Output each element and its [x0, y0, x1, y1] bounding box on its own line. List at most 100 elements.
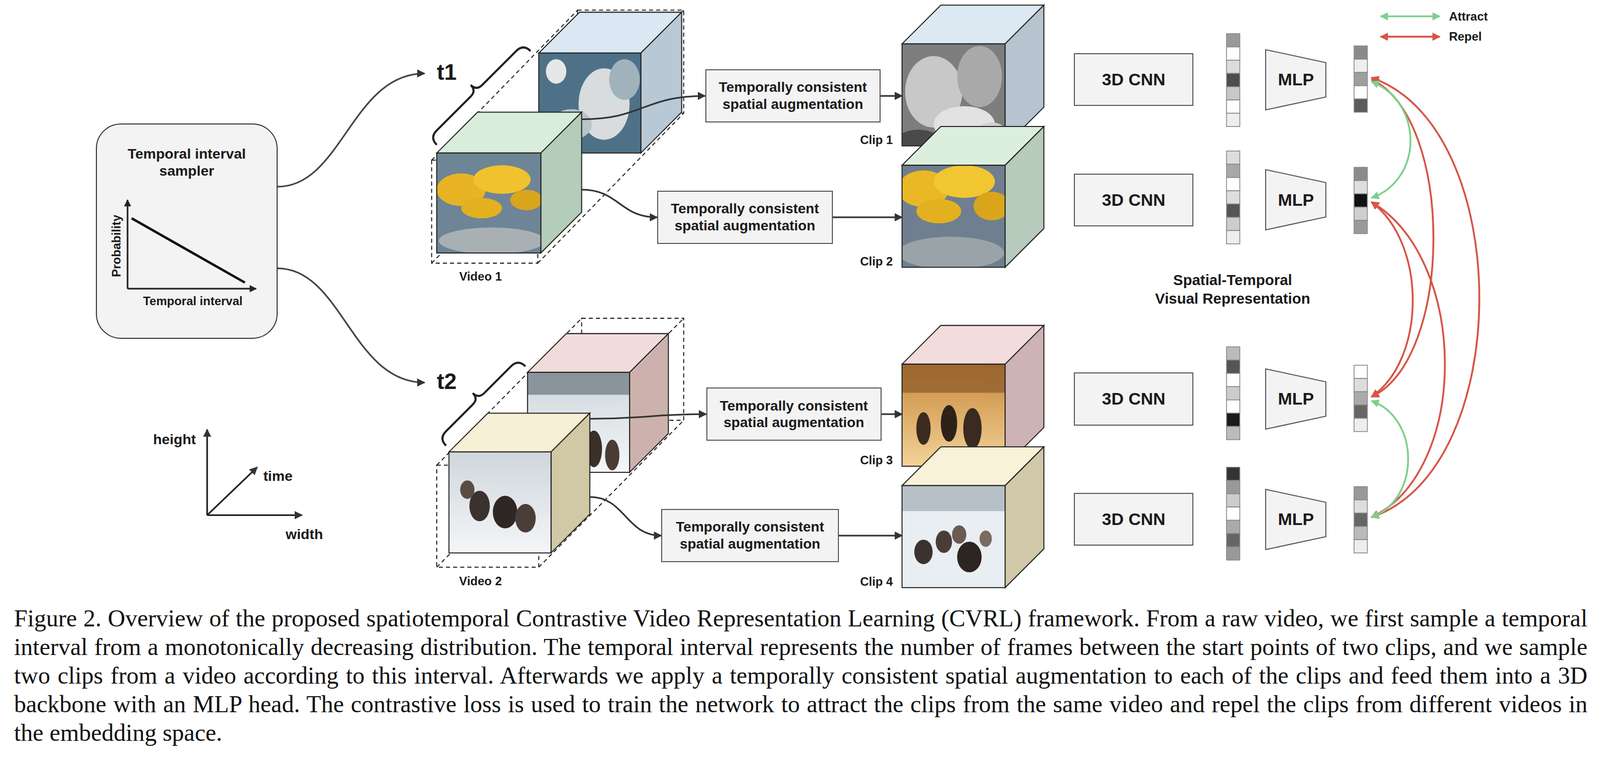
sampler-title: Temporal interval sampler [96, 145, 277, 180]
repel-arc [1371, 77, 1480, 518]
clip-volume [902, 126, 1045, 166]
plot-axis [127, 199, 257, 289]
node-label: MLP [1277, 69, 1314, 90]
repel-arc [1371, 201, 1413, 397]
feature-vector [1354, 378, 1368, 392]
flow-arrow [589, 497, 662, 536]
feature-vector [1226, 151, 1240, 244]
node-label: Clip 2 [859, 255, 893, 268]
interval-brace [433, 353, 526, 446]
video-volume-illustration [436, 465, 539, 568]
process-box: Temporally consistent spatial augmentati… [706, 387, 883, 441]
legend-arrow [1380, 15, 1440, 18]
feature-vector [1354, 85, 1368, 99]
flow-arrow [581, 95, 706, 120]
feature-vector [1226, 203, 1240, 217]
feature-vector [1354, 98, 1368, 112]
clip-volume [933, 165, 996, 198]
axis-label: Temporal interval [143, 295, 243, 308]
video-volume-illustration [527, 372, 630, 473]
video-volume-illustration [436, 153, 541, 254]
video-volume-illustration [460, 480, 475, 500]
attract-arc [1371, 401, 1409, 518]
flow-arrow [589, 414, 707, 419]
clip-volume [916, 412, 931, 445]
feature-vector [1226, 346, 1240, 440]
clip-volume [902, 485, 1006, 588]
feature-vector [1226, 386, 1240, 400]
feature-vector [1354, 365, 1368, 379]
feature-vector [1354, 526, 1368, 540]
feature-vector [1354, 207, 1368, 221]
connector-layer [581, 95, 903, 536]
feature-vector [1354, 180, 1368, 194]
feature-vector [1226, 217, 1240, 231]
axis-arrow [206, 429, 208, 516]
feature-vector [1354, 513, 1368, 527]
video-volume-illustration [431, 10, 578, 161]
video-volume: Video 2 [448, 413, 590, 553]
sampler-arrow [277, 73, 425, 187]
video-volume-illustration [604, 439, 620, 471]
process-box: Temporally consistent spatial augmentati… [657, 190, 833, 244]
feature-vector [1226, 46, 1240, 60]
feature-vector [1226, 151, 1240, 165]
sampler-box: Temporal interval samplerProbabilityTemp… [95, 123, 278, 339]
clip-volume [1005, 5, 1044, 146]
video-volume-illustration [448, 413, 590, 452]
feature-vector [1354, 45, 1368, 112]
video-volume-illustration [436, 153, 541, 254]
attract-arc [1371, 81, 1411, 199]
feature-vector [1354, 486, 1368, 501]
video-volume-illustration [448, 451, 551, 553]
mlp-trapezoid: MLP [1265, 49, 1327, 111]
repel-arc [1371, 201, 1445, 518]
video-volume-illustration [436, 153, 541, 254]
clip-volume [902, 364, 1006, 467]
clip-volume: Clip 3 [902, 325, 1045, 466]
feature-vector [1226, 99, 1240, 113]
clip-volume [902, 43, 1006, 146]
flow-arrow [838, 534, 903, 537]
clip-volume [1005, 446, 1044, 588]
clip-volume [902, 165, 1006, 268]
clip-volume [898, 126, 1045, 270]
clip-volume [902, 485, 1006, 588]
feature-vector [1354, 45, 1368, 59]
video-volume-illustration [578, 68, 630, 140]
feature-vector [1226, 400, 1240, 414]
axis-label: Probability [110, 214, 123, 278]
feature-vector [1226, 60, 1240, 74]
feature-vector [1354, 220, 1368, 234]
video-volume-illustration [436, 173, 486, 207]
feature-vector [1354, 365, 1368, 432]
clip-volume [957, 45, 1003, 107]
video-volume-illustration [438, 227, 541, 254]
clip-volume [957, 541, 982, 573]
video-volume-illustration [537, 10, 684, 161]
feature-vector [1226, 190, 1240, 204]
video-volume-illustration [540, 112, 582, 254]
video-volume-illustration [629, 333, 669, 473]
network-box: 3D CNN [1073, 493, 1194, 547]
video-volume: Video 1 [433, 112, 582, 254]
video-volume-illustration [640, 12, 682, 153]
mlp-outline [1265, 368, 1326, 430]
clip-volume [902, 43, 1006, 146]
clip-volume [902, 364, 1006, 467]
video-volume-illustration [448, 451, 551, 553]
clip-volume [914, 539, 933, 565]
video-volume-illustration [515, 504, 536, 533]
node-label: Temporally consistent spatial augmentati… [712, 397, 877, 432]
feature-vector [1226, 346, 1240, 360]
video-volume-illustration [510, 189, 541, 211]
video-volume-illustration [473, 165, 531, 194]
flow-arrow [880, 94, 903, 97]
feature-vector [1226, 426, 1240, 440]
axis-label: time [263, 467, 293, 486]
axis-arrow [207, 467, 258, 516]
network-box: 3D CNN [1073, 53, 1194, 107]
legend-label: Repel [1448, 30, 1482, 43]
